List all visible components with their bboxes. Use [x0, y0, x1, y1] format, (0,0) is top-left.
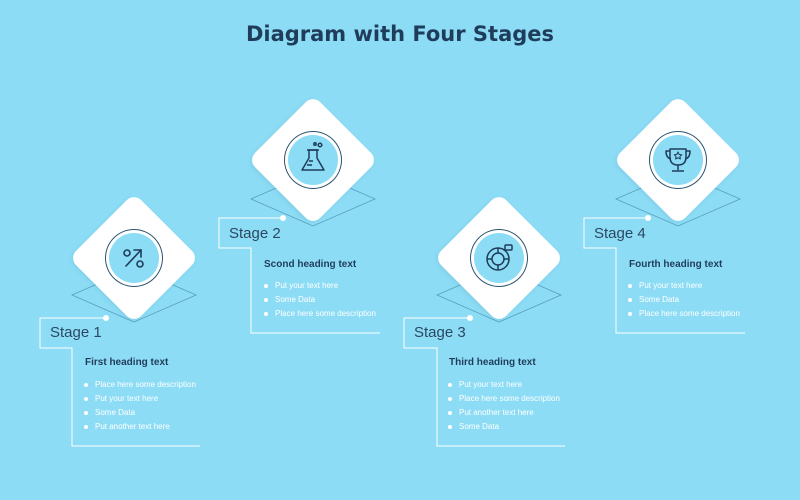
list-item: Put your text here — [84, 392, 196, 406]
trophy-icon — [653, 135, 703, 185]
list-item: Put your text here — [448, 378, 560, 392]
stage-3-heading: Third heading text — [449, 357, 536, 368]
list-item: Place here some description — [264, 307, 376, 321]
stage-2-label: Stage 2 — [229, 225, 281, 242]
stage-4-list: Put your text here Some Data Place here … — [628, 279, 740, 321]
page-title: Diagram with Four Stages — [245, 22, 555, 46]
stage-1-heading: First heading text — [85, 357, 169, 368]
list-item: Some Data — [628, 293, 740, 307]
stage-3-list: Put your text here Place here some descr… — [448, 378, 560, 434]
list-item: Put another text here — [84, 420, 196, 434]
list-item: Put another text here — [448, 406, 560, 420]
list-item: Some Data — [84, 406, 196, 420]
stage-3-label: Stage 3 — [414, 324, 466, 341]
stage-2-list: Put your text here Some Data Place here … — [264, 279, 376, 321]
cycle-icon — [474, 233, 524, 283]
list-item: Place here some description — [628, 307, 740, 321]
percent-icon — [109, 233, 159, 283]
flask-icon — [288, 135, 338, 185]
list-item: Place here some description — [84, 378, 196, 392]
stage-4-label: Stage 4 — [594, 225, 646, 242]
list-item: Some Data — [264, 293, 376, 307]
stage-2-heading: Scond heading text — [264, 259, 357, 270]
stage-1-list: Place here some description Put your tex… — [84, 378, 196, 434]
list-item: Some Data — [448, 420, 560, 434]
stage-4-heading: Fourth heading text — [629, 259, 723, 270]
list-item: Put your text here — [628, 279, 740, 293]
list-item: Put your text here — [264, 279, 376, 293]
list-item: Place here some description — [448, 392, 560, 406]
stage-1-label: Stage 1 — [50, 324, 102, 341]
